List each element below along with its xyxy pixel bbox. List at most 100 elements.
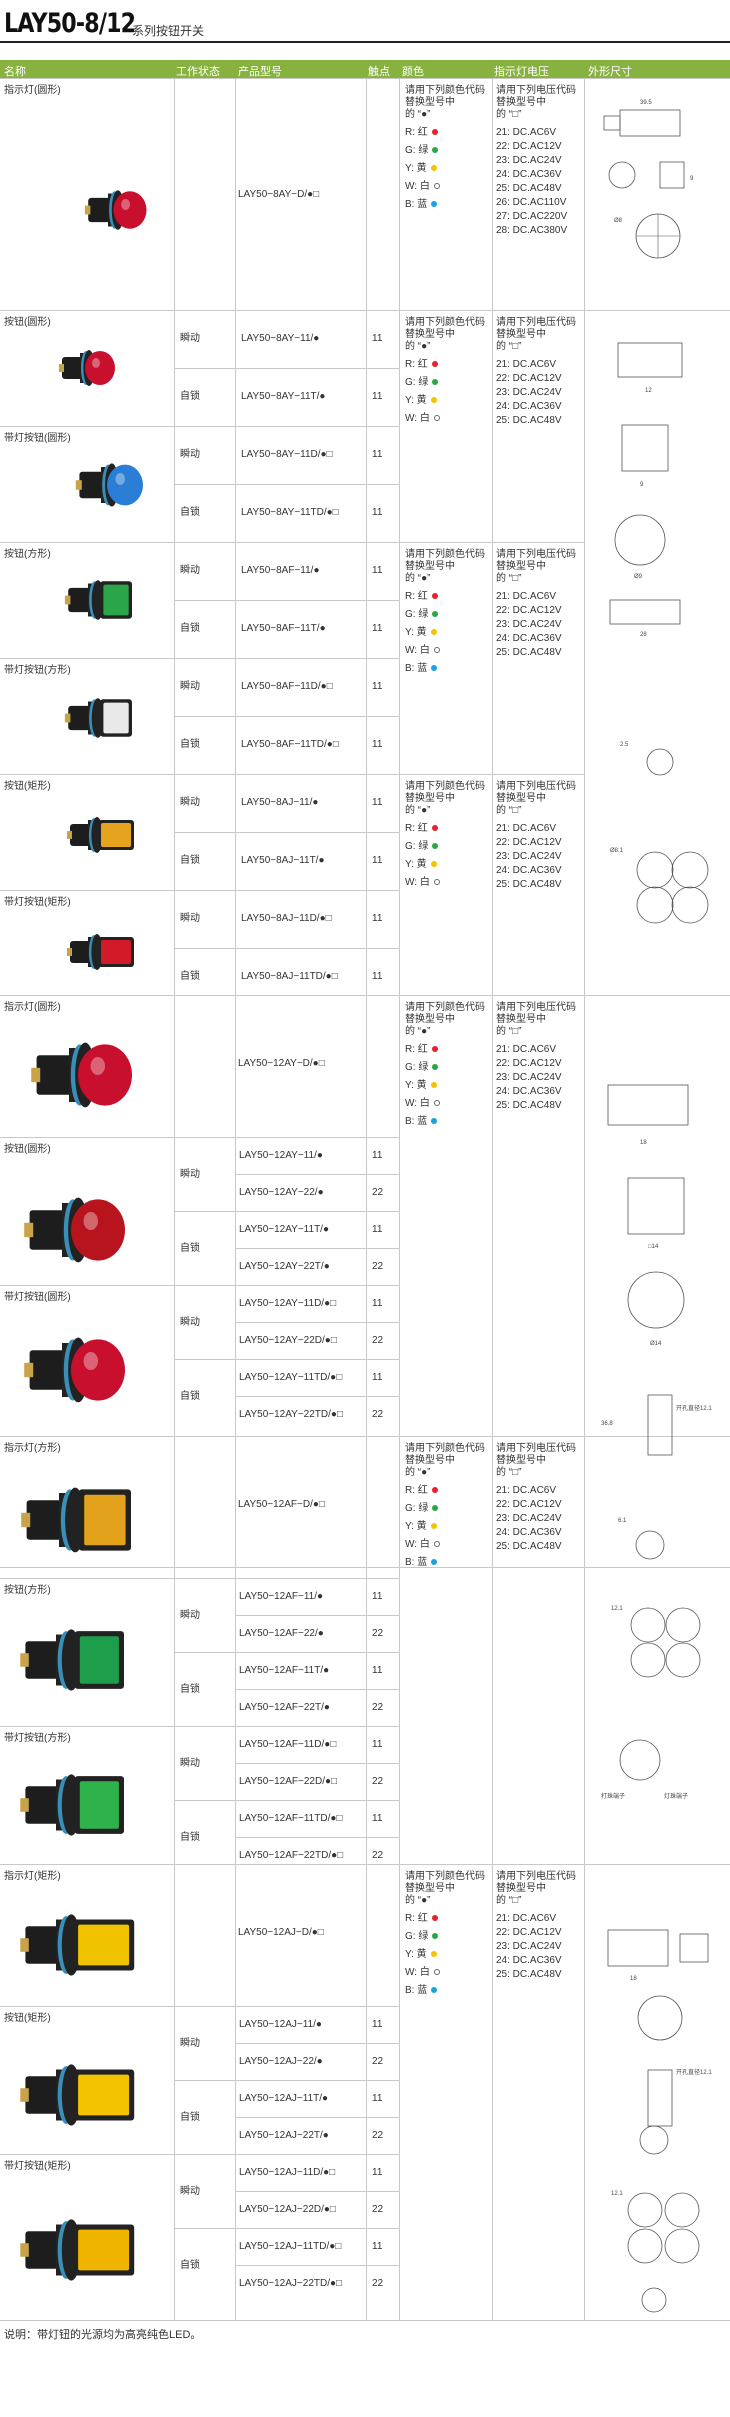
- state-momentary: 瞬动: [180, 333, 200, 344]
- color-code: W: 白: [405, 1538, 440, 1551]
- model-text: LAY50−8AY−11D/●□: [241, 449, 333, 460]
- grid-hline: [174, 368, 399, 369]
- photo-indicator-12-round-red: [31, 1042, 132, 1108]
- color-intro: 的 “●”: [405, 1026, 431, 1037]
- dim-label: Ø8: [614, 218, 623, 224]
- model-text: LAY50−8AY−D/●□: [238, 189, 320, 200]
- model-text: LAY50−12AJ−11/●: [239, 2019, 322, 2030]
- color-code: W: 白: [405, 876, 440, 889]
- dim-label: □14: [648, 1244, 659, 1250]
- grid-hline: [0, 1864, 730, 1865]
- voltage-intro: 的 “□”: [496, 1026, 522, 1037]
- color-intro: 替换型号中: [405, 561, 455, 572]
- contact-count: 22: [372, 1702, 384, 1713]
- voltage-code: 23: DC.AC24V: [496, 1513, 562, 1524]
- state-momentary: 瞬动: [180, 1610, 200, 1621]
- voltage-intro: 请用下列电压代码: [496, 85, 576, 96]
- grid-hline: [174, 2080, 399, 2081]
- model-text: LAY50−12AF−22T/●: [239, 1702, 330, 1713]
- grid-hline: [235, 1615, 399, 1616]
- grid-vline: [584, 78, 585, 2320]
- color-code: Y: 黄: [405, 1079, 437, 1092]
- grid-hline: [174, 600, 399, 601]
- dim-label: 12: [645, 388, 652, 394]
- photo-indicator-12-square: [21, 1487, 131, 1553]
- color-code: G: 绿: [405, 1930, 439, 1943]
- model-text: LAY50−12AF−22/●: [239, 1628, 324, 1639]
- contact-count: 11: [372, 449, 383, 460]
- color-code: Y: 黄: [405, 1520, 437, 1533]
- photo-lit-button-rect-red: [67, 934, 134, 970]
- voltage-code: 25: DC.AC48V: [496, 647, 562, 658]
- grid-hline: [0, 1137, 399, 1138]
- grid-hline: [174, 1652, 399, 1653]
- model-text: LAY50−12AJ−D/●□: [238, 1927, 324, 1938]
- contact-count: 11: [372, 1372, 383, 1383]
- model-text: LAY50−12AJ−22/●: [239, 2056, 323, 2067]
- grid-hline: [0, 2154, 399, 2155]
- voltage-code: 24: DC.AC36V: [496, 401, 562, 412]
- contact-count: 11: [372, 1150, 383, 1161]
- voltage-code: 24: DC.AC36V: [496, 169, 562, 180]
- dim-label: 灯珠端子: [664, 1792, 688, 1800]
- model-text: LAY50−12AF−22D/●□: [239, 1776, 338, 1787]
- voltage-code: 22: DC.AC12V: [496, 373, 562, 384]
- color-intro: 替换型号中: [405, 1883, 455, 1894]
- page-subtitle: 系列按钮开关: [132, 24, 205, 38]
- contact-count: 11: [372, 1298, 383, 1309]
- grid-hline: [235, 1689, 399, 1690]
- color-swatch: [433, 879, 440, 886]
- contact-count: 11: [372, 333, 383, 344]
- product-name: 按钮(圆形): [4, 1144, 51, 1155]
- state-latching: 自锁: [180, 2112, 200, 2123]
- voltage-code: 21: DC.AC6V: [496, 1044, 557, 1055]
- voltage-intro: 请用下列电压代码: [496, 1002, 576, 1013]
- model-text: LAY50−8AF−11D/●□: [241, 681, 333, 692]
- contact-count: 11: [372, 2167, 383, 2178]
- grid-hline: [174, 2228, 399, 2229]
- voltage-intro: 请用下列电压代码: [496, 1443, 576, 1454]
- color-swatch: [432, 1064, 439, 1071]
- color-swatch: [430, 1951, 437, 1958]
- color-swatch: [431, 593, 438, 600]
- grid-hline: [235, 1837, 399, 1838]
- model-text: LAY50−12AJ−11D/●□: [239, 2167, 336, 2178]
- contact-count: 22: [372, 2056, 384, 2067]
- color-intro: 的 “●”: [405, 1895, 431, 1906]
- voltage-code: 23: DC.AC24V: [496, 1941, 562, 1952]
- contact-count: 22: [372, 1776, 384, 1787]
- color-swatch: [431, 1559, 438, 1566]
- state-momentary: 瞬动: [180, 1758, 200, 1769]
- grid-hline: [0, 1285, 399, 1286]
- voltage-code: 22: DC.AC12V: [496, 1927, 562, 1938]
- dim-label: 6.1: [618, 1518, 627, 1524]
- voltage-intro: 请用下列电压代码: [496, 1871, 576, 1882]
- grid-hline: [0, 1578, 399, 1579]
- grid-hline: [0, 2320, 730, 2321]
- grid-hline: [235, 2117, 399, 2118]
- color-swatch: [431, 129, 438, 136]
- grid-hline: [235, 1396, 399, 1397]
- color-code: W: 白: [405, 180, 440, 193]
- color-code: W: 白: [405, 1097, 440, 1110]
- contact-count: 11: [372, 1224, 383, 1235]
- voltage-code: 27: DC.AC220V: [496, 211, 568, 222]
- color-code: R: 红: [405, 1484, 438, 1497]
- grid-vline: [235, 78, 236, 2320]
- model-text: LAY50−12AJ−11TD/●□: [239, 2241, 342, 2252]
- voltage-code: 25: DC.AC48V: [496, 183, 562, 194]
- state-latching: 自锁: [180, 1832, 200, 1843]
- color-swatch: [432, 379, 439, 386]
- model-text: LAY50−12AF−22TD/●□: [239, 1850, 344, 1861]
- voltage-code: 22: DC.AC12V: [496, 837, 562, 848]
- model-text: LAY50−12AF−11TD/●□: [239, 1813, 343, 1824]
- contact-count: 11: [372, 971, 383, 982]
- state-momentary: 瞬动: [180, 1169, 200, 1180]
- dim-label: 开孔直径12.1: [676, 2068, 712, 2076]
- contact-count: 11: [372, 797, 383, 808]
- state-momentary: 瞬动: [180, 2186, 200, 2197]
- state-momentary: 瞬动: [180, 681, 200, 692]
- model-text: LAY50−12AY−11TD/●□: [239, 1372, 343, 1383]
